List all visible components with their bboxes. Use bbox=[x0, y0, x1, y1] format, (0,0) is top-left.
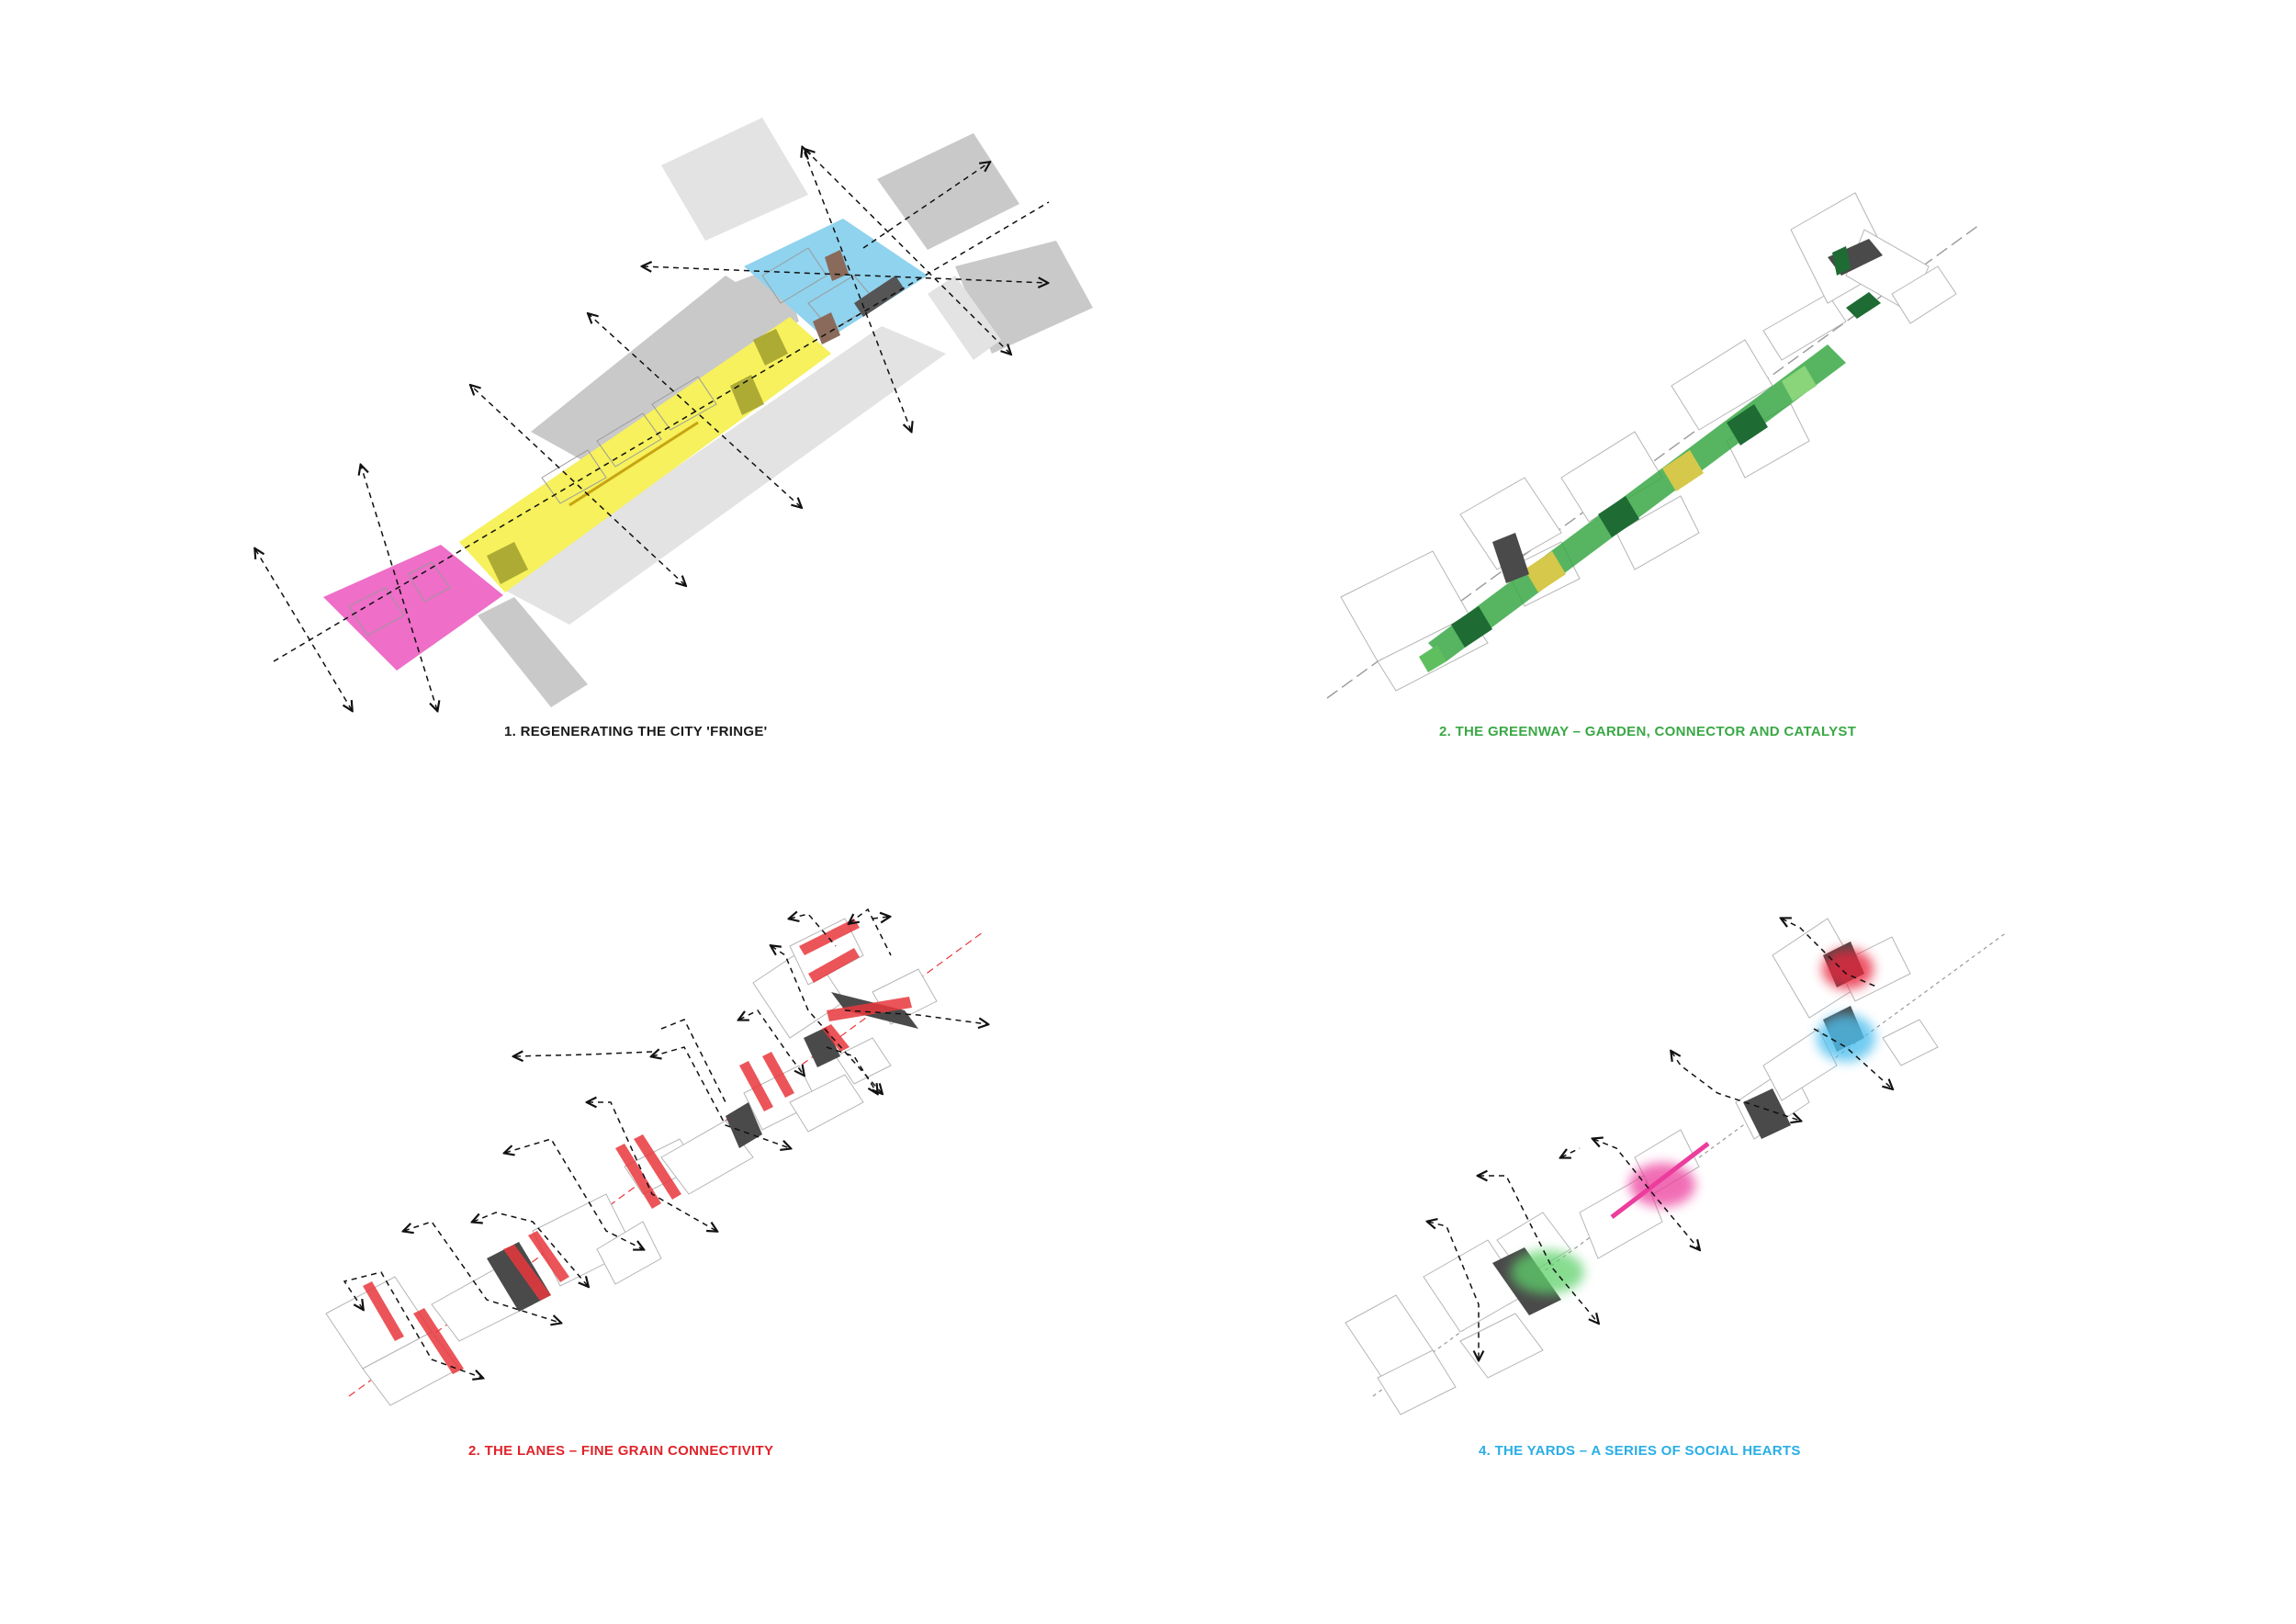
yard-green bbox=[1511, 1250, 1584, 1294]
yard-red bbox=[1822, 949, 1874, 989]
grey-block-north-a bbox=[661, 118, 808, 241]
greenway-path bbox=[1419, 344, 1846, 672]
grey-block-south bbox=[478, 597, 588, 707]
caption-greenway: 2. THE GREENWAY – GARDEN, CONNECTOR AND … bbox=[1439, 724, 1857, 739]
greenway-context bbox=[1340, 192, 1957, 692]
panel-lanes bbox=[325, 908, 987, 1406]
greenway-green-block-b bbox=[1846, 292, 1881, 319]
fringe-axes bbox=[255, 148, 1049, 710]
yard-pink bbox=[1629, 1163, 1695, 1207]
panel-fringe bbox=[255, 118, 1093, 710]
yards-arrows bbox=[1428, 919, 1892, 1359]
context-blocks bbox=[478, 118, 1093, 707]
panel-greenway bbox=[1326, 192, 1980, 699]
caption-fringe: 1. REGENERATING THE CITY 'FRINGE' bbox=[504, 724, 768, 739]
greenway-tail bbox=[1419, 645, 1446, 672]
caption-lanes: 2. THE LANES – FINE GRAIN CONNECTIVITY bbox=[468, 1443, 774, 1459]
yards-context bbox=[1345, 918, 1939, 1415]
greenway-dark-block-a bbox=[1492, 533, 1529, 583]
yard-blue bbox=[1817, 1014, 1875, 1062]
greenway-green-block-a bbox=[1832, 246, 1851, 276]
caption-yards: 4. THE YARDS – A SERIES OF SOCIAL HEARTS bbox=[1479, 1443, 1801, 1459]
panel-yards bbox=[1345, 918, 2008, 1415]
lanes-arrows bbox=[343, 908, 987, 1378]
